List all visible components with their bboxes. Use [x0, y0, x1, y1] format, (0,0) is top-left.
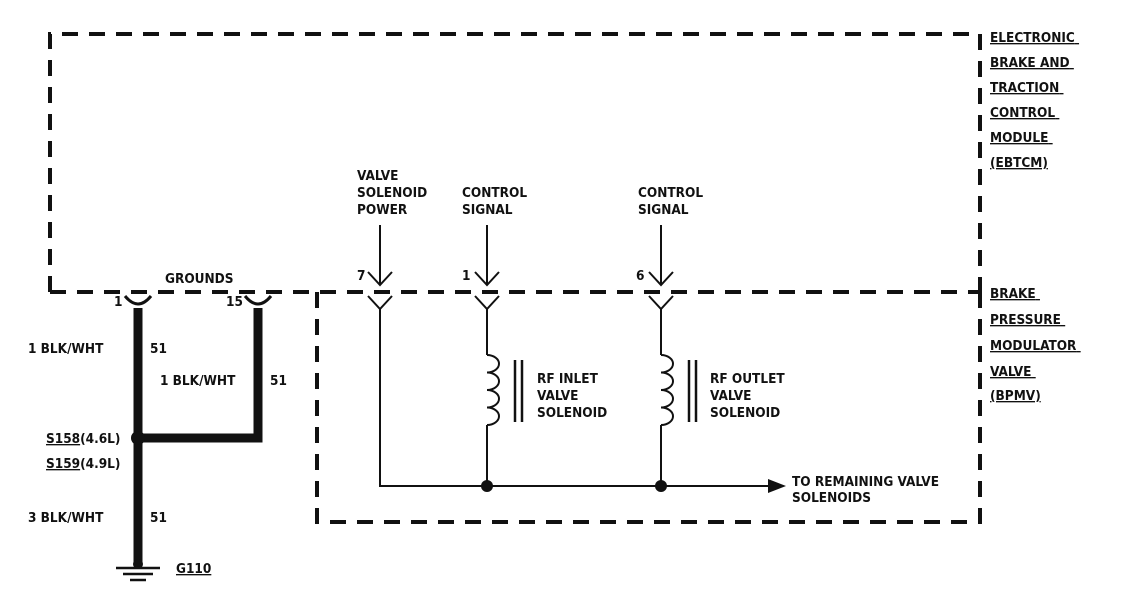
- wire2-circuit: 51: [270, 373, 287, 389]
- splice-node: [131, 431, 145, 445]
- outlet-control-signal-label: CONTROL SIGNAL: [638, 185, 707, 218]
- splice-primary-label: S158(4.6L): [46, 431, 120, 447]
- ground-wire-right: [138, 308, 263, 443]
- pin-inlet: 1: [462, 268, 470, 284]
- grounds-label: GROUNDS: [165, 271, 234, 287]
- wire3-desc: 3 BLK/WHT: [28, 510, 104, 526]
- pin-outlet: 6: [636, 268, 644, 284]
- inlet-solenoid-coil: [486, 354, 524, 426]
- remaining-solenoids-label: TO REMAINING VALVE SOLENOIDS: [792, 474, 943, 506]
- outlet-solenoid-label: RF OUTLET VALVE SOLENOID: [710, 371, 789, 421]
- inlet-control-signal-label: CONTROL SIGNAL: [462, 185, 531, 218]
- wire3-circuit: 51: [150, 510, 167, 526]
- ground-right-connector: [243, 295, 273, 306]
- bpmv-boundary: [315, 292, 982, 524]
- ground-id: G110: [176, 561, 211, 577]
- outlet-solenoid-coil: [660, 354, 698, 426]
- wire1-desc: 1 BLK/WHT: [28, 341, 104, 357]
- bpmv-label: BRAKE PRESSURE MODULATOR VALVE (BPMV): [990, 286, 1081, 404]
- outlet-junction-dot: [655, 480, 667, 492]
- splice-secondary-label: S159(4.9L): [46, 456, 120, 472]
- inlet-solenoid-label: RF INLET VALVE SOLENOID: [537, 371, 607, 421]
- wire2-desc: 1 BLK/WHT: [160, 373, 236, 389]
- pin-power: 7: [357, 268, 365, 284]
- pin-ground-right: 15: [226, 294, 243, 310]
- inlet-junction-dot: [481, 480, 493, 492]
- ebtcm-boundary: [48, 32, 982, 292]
- pin-ground-left: 1: [114, 294, 122, 310]
- remaining-solenoids-arrow: [768, 479, 786, 493]
- power-bus-wire: [379, 309, 772, 487]
- ebtcm-label: ELECTRONIC BRAKE AND TRACTION CONTROL MO…: [990, 30, 1079, 171]
- ground-symbol: [116, 559, 160, 582]
- ground-left-connector: [123, 295, 153, 306]
- power-signal-label: VALVE SOLENOID POWER: [357, 168, 431, 218]
- wire1-circuit: 51: [150, 341, 167, 357]
